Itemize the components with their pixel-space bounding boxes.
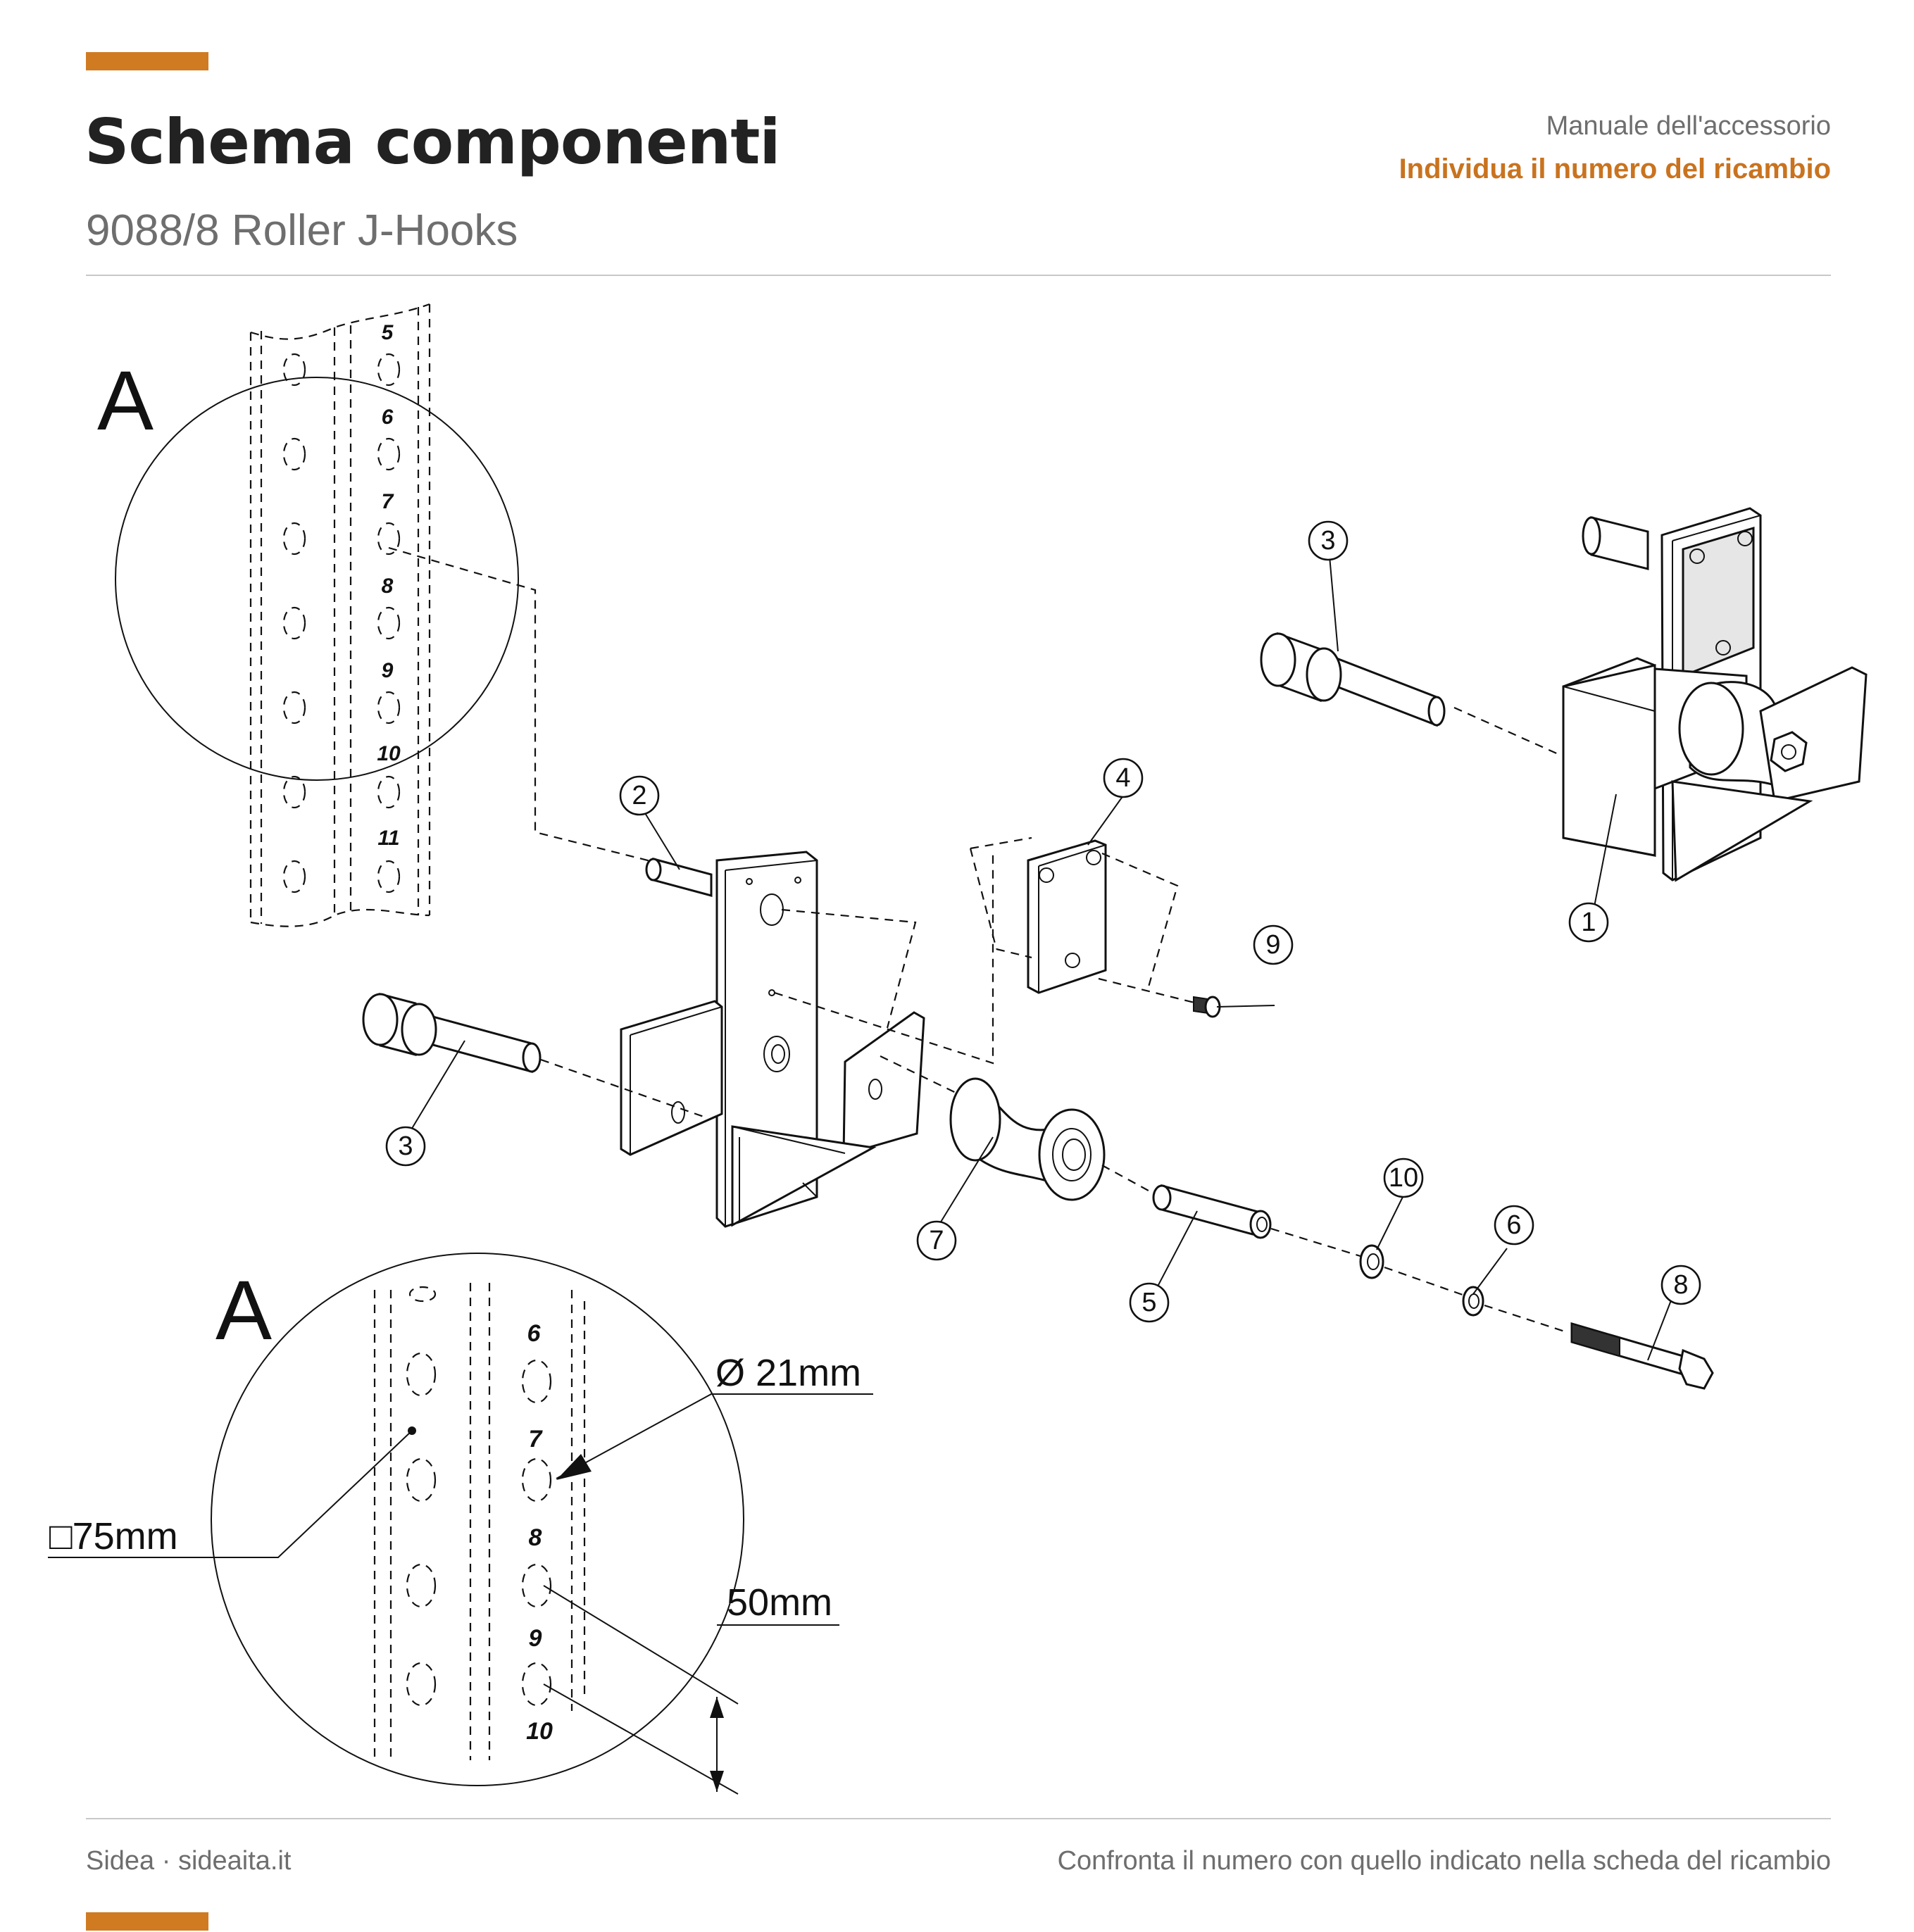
callout-5: 5 [1129,1282,1170,1323]
page-title: Schema componenti [85,106,781,178]
bolt-7 [1570,1322,1714,1390]
callout-7: 8 [1660,1265,1701,1305]
hole-spacing-label: 50mm [727,1581,832,1624]
hole-diameter-label: Ø 21mm [715,1352,861,1394]
svg-text:3: 3 [398,1131,413,1161]
callout-leaders [410,556,1672,1361]
header-divider [86,275,1831,276]
j-hook-left [620,851,994,1228]
hole-number: 8 [382,575,394,598]
wear-pad-4 [969,836,1198,1005]
hole-number: 7 [382,490,394,513]
hole-number: 7 [529,1426,544,1453]
hole-number: 11 [377,827,399,850]
top-accent-bar [86,52,208,70]
detail-label-a: A [97,353,154,448]
svg-text:1: 1 [1581,908,1596,937]
lock-washer-10 [1462,1286,1568,1334]
hole-number: 10 [377,742,401,765]
hole-number: 5 [382,321,394,344]
callout-8: 9 [1253,924,1294,965]
hole-number: 8 [529,1524,542,1551]
hole-number: 10 [526,1718,553,1745]
manual-label: Manuale dell'accessorio [1546,111,1831,141]
screw-8 [1193,996,1221,1018]
assembly-guide-line [388,546,677,869]
hole-number: 9 [382,659,394,682]
svg-text:10: 10 [1389,1163,1418,1193]
upright-tube: 5 6 7 8 9 10 11 [249,303,431,927]
svg-text:6: 6 [1506,1210,1521,1240]
callout-4: 4 [1103,758,1144,798]
callout-3-right: 3 [1308,520,1349,561]
callout-6: 7 [916,1220,957,1261]
find-part-label: Individua il numero del ricambio [1399,153,1831,184]
hole-number: 6 [527,1320,542,1347]
page-subtitle: 9088/8 Roller J-Hooks [86,206,518,255]
detail-a-enlarged: A 6 7 8 9 10 Ø 21mm □75mm 50m [48,1253,873,1795]
svg-text:4: 4 [1115,763,1130,793]
detail-label-a-bottom: A [215,1263,272,1357]
lock-pin-3-left [362,993,708,1119]
footer-divider [86,1818,1831,1819]
lock-pin-3-right [1260,632,1446,727]
detail-a-circle [115,377,519,781]
svg-text:3: 3 [1320,526,1335,556]
svg-text:9: 9 [1265,930,1280,960]
j-hook-assembled [1453,507,1868,882]
callout-2: 2 [619,775,660,816]
svg-text:8: 8 [1673,1270,1688,1300]
svg-text:2: 2 [632,781,646,810]
callout-1: 1 [1568,902,1609,943]
callout-9: 10 [1383,1158,1424,1198]
roller-6 [949,1077,1106,1201]
callout-3-left: 3 [385,1126,426,1167]
hole-number: 9 [529,1625,542,1652]
spacer-tube-5 [1101,1165,1363,1258]
callout-10: 6 [1494,1205,1534,1246]
svg-text:7: 7 [929,1226,944,1255]
tube-section-label: □75mm [49,1515,178,1557]
footer-brand: Sidea · sideaita.it [86,1846,292,1876]
bottom-accent-bar [86,1912,208,1931]
svg-text:5: 5 [1141,1288,1156,1317]
hole-number: 6 [382,406,394,429]
footer-note: Confronta il numero con quello indicato … [1057,1846,1831,1876]
washer-9 [1359,1244,1465,1297]
